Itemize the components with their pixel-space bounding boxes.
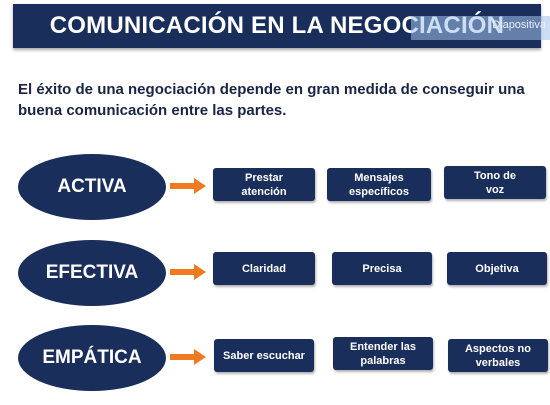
category-ellipse-empatica: EMPÁTICA xyxy=(18,325,166,391)
box-prestar-atencion: Prestar atención xyxy=(213,168,315,201)
box-claridad: Claridad xyxy=(213,252,315,285)
box-precisa: Precisa xyxy=(332,252,432,285)
box-objetiva: Objetiva xyxy=(447,252,547,285)
box-saber-escuchar: Saber escuchar xyxy=(214,339,314,372)
slide-overlay-label: Diapositiva xyxy=(411,16,550,40)
box-mensajes-especificos: Mensajes específicos xyxy=(327,168,431,201)
row-activa: ACTIVA Prestar atención Mensajes específ… xyxy=(0,152,550,222)
arrow-right-icon xyxy=(170,264,206,280)
intro-text: El éxito de una negociación depende en g… xyxy=(18,81,525,119)
arrow-right-icon xyxy=(170,349,206,365)
arrow-right-icon xyxy=(170,178,206,194)
category-ellipse-activa: ACTIVA xyxy=(18,154,166,220)
title-bar: COMUNICACIÓN EN LA NEGOCIACIÓN Diapositi… xyxy=(13,4,550,48)
box-tono-de-voz: Tono de voz xyxy=(444,166,546,199)
box-entender-las-palabras: Entender las palabras xyxy=(333,337,433,370)
box-aspectos-no-verbales: Aspectos no verbales xyxy=(448,339,548,372)
overlay-label-text: Diapositiva xyxy=(492,19,546,31)
category-ellipse-efectiva: EFECTIVA xyxy=(18,240,166,306)
row-efectiva: EFECTIVA Claridad Precisa Objetiva xyxy=(0,238,550,308)
row-empatica: EMPÁTICA Saber escuchar Entender las pal… xyxy=(0,323,550,393)
